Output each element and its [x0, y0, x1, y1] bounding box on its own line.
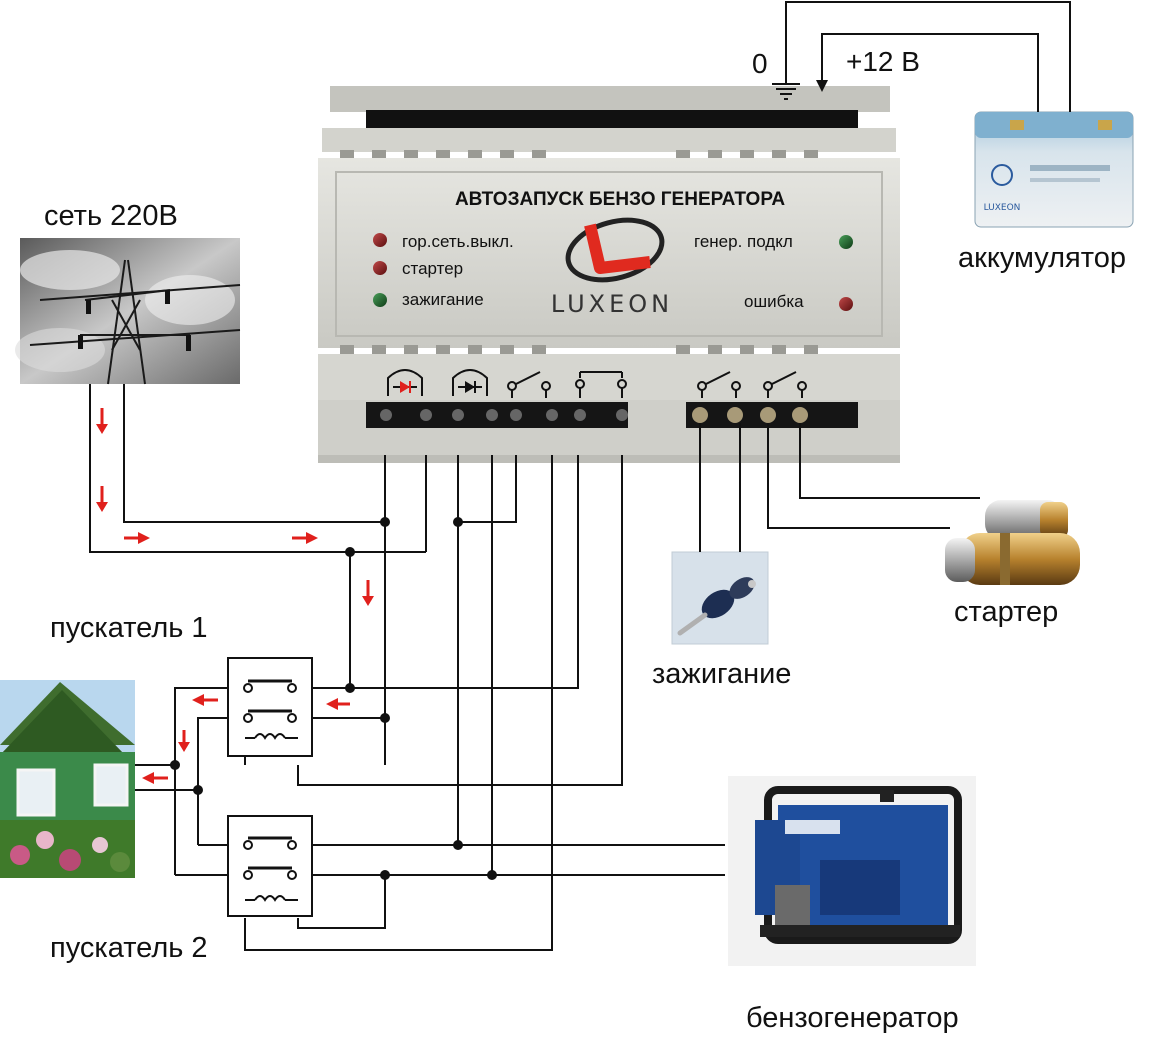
battery-brand-print: LUXEON	[984, 203, 1021, 213]
current-flow-arrows	[96, 408, 374, 784]
wire-junctions	[170, 517, 497, 880]
generator-label: бензогенератор	[746, 1002, 959, 1034]
starter-label: стартер	[954, 596, 1059, 628]
contactor-1-label: пускатель 1	[50, 612, 208, 644]
indicator-label-grid-off: гор.сеть.выкл.	[402, 232, 514, 251]
contactor-2-contacts-icon	[243, 836, 298, 902]
indicator-label-ignition: зажигание	[402, 290, 484, 309]
generator-photo	[728, 776, 976, 966]
led-ignition	[373, 293, 387, 307]
autostart-controller: LUXEON АВТОЗАПУСК БЕНЗО ГЕНЕРАТОРА гор.с…	[318, 86, 900, 463]
battery-photo: LUXEON	[974, 111, 1134, 228]
indicator-label-generator-connected: генер. подкл	[694, 232, 793, 251]
luxeon-logo-icon	[565, 217, 665, 283]
contactor-1-contacts-icon	[243, 679, 298, 740]
battery-label: аккумулятор	[958, 242, 1126, 274]
battery-terminal-zero: 0	[752, 48, 768, 79]
power-grid-photo	[15, 238, 241, 385]
ignition-label: зажигание	[652, 658, 792, 690]
relay-contact-icon	[763, 371, 807, 398]
device-title: АВТОЗАПУСК БЕНЗО ГЕНЕРАТОРА	[455, 189, 785, 210]
house-photo	[0, 680, 135, 878]
relay-contact-icon	[575, 371, 627, 398]
ground-icon	[772, 78, 800, 100]
led-symbol-icon	[387, 369, 423, 396]
led-error	[839, 297, 853, 311]
led-starter	[373, 261, 387, 275]
indicator-label-error: ошибка	[744, 292, 804, 311]
starter-motor-photo	[945, 500, 1080, 585]
led-symbol-icon	[452, 369, 488, 396]
contactor-2-label: пускатель 2	[50, 932, 208, 964]
relay-contact-icon	[507, 371, 551, 398]
grid-label: сеть 220В	[44, 200, 178, 232]
led-grid-off	[373, 233, 387, 247]
relay-contact-icon	[697, 371, 741, 398]
battery-terminal-plus: +12 В	[846, 46, 920, 77]
brand-name: LUXEON	[551, 290, 673, 318]
led-generator-connected	[839, 235, 853, 249]
indicator-label-starter: стартер	[402, 259, 463, 278]
ignition-key-photo	[671, 551, 769, 645]
arrow-down-icon	[816, 80, 828, 92]
